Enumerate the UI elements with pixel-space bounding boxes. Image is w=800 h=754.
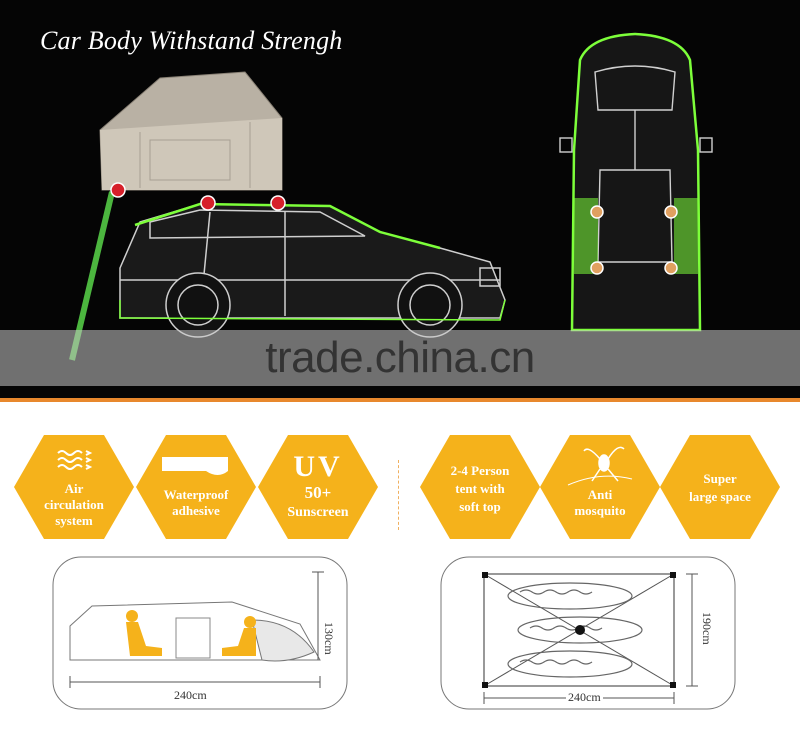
feature-anti-mosquito: Anti mosquito: [540, 435, 660, 539]
feature-label: Air: [64, 481, 84, 496]
adhesive-strip-icon: [162, 457, 228, 475]
air-flow-icon: [57, 450, 93, 470]
watermark-band: [0, 330, 800, 386]
feature-person-tent: 2-4 Person tent with soft top: [420, 435, 540, 539]
roof-tent-shape: [99, 71, 283, 191]
feature-label: Super: [703, 471, 737, 486]
anchor-point: [270, 195, 286, 211]
anchor-point: [200, 195, 216, 211]
feature-waterproof: Waterproof adhesive: [136, 435, 256, 539]
feature-label: large space: [689, 489, 751, 504]
feature-air-circulation: Air circulation system: [14, 435, 134, 539]
top-green-outline: [570, 32, 702, 332]
feature-label: system: [55, 513, 93, 528]
feature-label: circulation: [44, 497, 104, 512]
hero-banner: Car Body Withstand Strengh: [0, 0, 800, 400]
feature-label: soft top: [459, 499, 501, 514]
feature-separator: [398, 460, 399, 530]
anchor-point: [110, 182, 126, 198]
feature-label: Anti: [587, 487, 613, 502]
tent-top-diagram: 240cm 190cm: [440, 556, 736, 710]
feature-large-space: Super large space: [660, 435, 780, 539]
car-top-illustration: [559, 32, 713, 332]
uv-rating: 50+: [304, 483, 332, 502]
feature-label: Waterproof: [163, 487, 229, 502]
side-width-label: 240cm: [174, 688, 207, 702]
side-height-label: 130cm: [322, 622, 336, 655]
uv-heading: UV: [293, 450, 343, 483]
tent-side-diagram: 240cm 130cm: [52, 556, 348, 710]
feature-label: mosquito: [574, 503, 626, 518]
feature-uv: UV 50+ Sunscreen: [258, 435, 378, 539]
feature-label: Sunscreen: [287, 505, 349, 520]
banner-title: Car Body Withstand Strengh: [40, 26, 343, 55]
feature-label: 2-4 Person: [450, 463, 510, 478]
mosquito-icon: [567, 446, 633, 486]
top-depth-label: 190cm: [700, 612, 714, 645]
car-side-illustration: [69, 71, 506, 361]
watermark-text: trade.china.cn: [265, 333, 535, 382]
top-width-label: 240cm: [566, 690, 603, 705]
roof-highlight: [134, 202, 441, 250]
feature-label: tent with: [455, 481, 505, 496]
feature-label: adhesive: [172, 503, 220, 518]
section-divider: [0, 398, 800, 402]
